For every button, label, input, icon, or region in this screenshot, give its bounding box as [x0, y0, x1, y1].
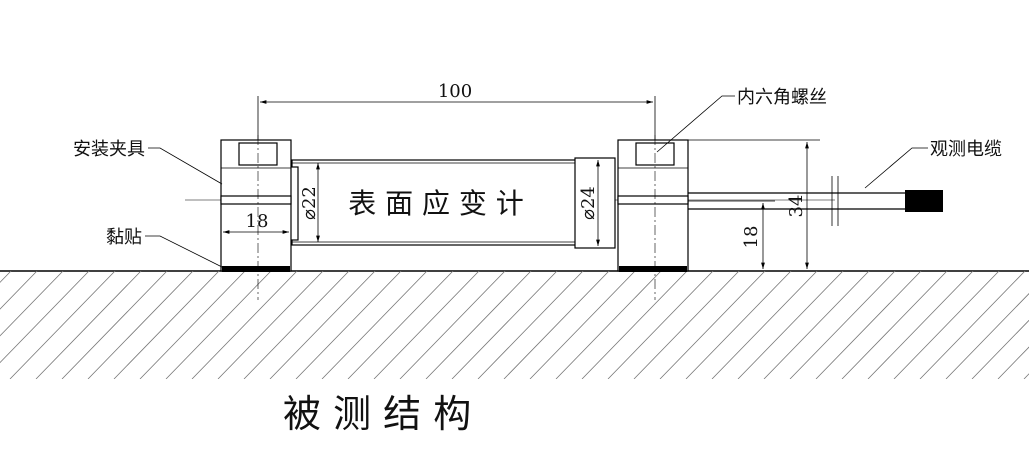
- dimension-dia-left: ⌀22: [299, 163, 320, 242]
- structure-label: 被 测 结 构: [283, 392, 471, 436]
- dimension-dia-right: ⌀24: [578, 160, 600, 246]
- dimension-center-height-label: 18: [741, 226, 762, 249]
- callout-cable: 观测电缆: [864, 139, 1002, 189]
- left-mounting-fixture: [220, 135, 292, 300]
- callout-mounting-fixture: 安装夹具: [73, 139, 223, 185]
- right-end-ring: [574, 157, 616, 249]
- callout-hex-screw: 内六角螺丝: [656, 87, 827, 153]
- dimension-center-height: 18: [688, 200, 775, 269]
- gauge-label: 表 面 应 变 计: [348, 187, 524, 220]
- dimension-length-label: 100: [438, 81, 472, 102]
- adhesive-label: 黏贴: [106, 227, 142, 248]
- gauge-body: 表 面 应 变 计: [291, 159, 583, 246]
- dimension-fixture-width: 18: [223, 211, 289, 234]
- dimension-dia-left-label: ⌀22: [299, 186, 320, 220]
- dimension-total-height-label: 34: [786, 195, 807, 218]
- right-adhesive-layer: [619, 266, 687, 272]
- dimension-total-height: 34: [688, 139, 820, 269]
- dimension-fixture-width-label: 18: [246, 211, 269, 232]
- cable-label: 观测电缆: [930, 139, 1002, 160]
- callout-adhesive: 黏贴: [106, 227, 225, 269]
- dimension-dia-right-label: ⌀24: [578, 186, 599, 220]
- observation-cable: [688, 176, 943, 226]
- right-mounting-fixture: [617, 135, 689, 300]
- hex-screw-label: 内六角螺丝: [737, 87, 827, 108]
- ground-surface: [0, 270, 1029, 379]
- left-adhesive-layer: [222, 266, 290, 272]
- dimension-length: 100: [257, 81, 656, 140]
- cable-plug: [905, 190, 943, 212]
- mounting-fixture-label: 安装夹具: [73, 139, 145, 160]
